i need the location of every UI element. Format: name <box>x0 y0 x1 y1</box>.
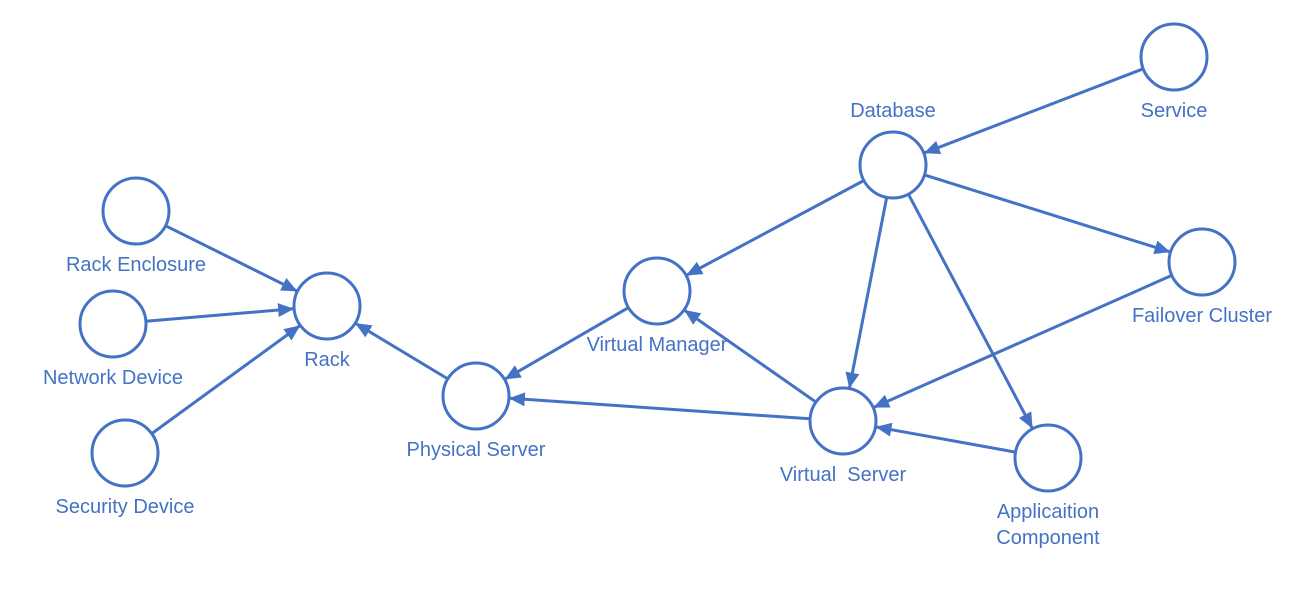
edge-database-to-failover-cluster <box>924 173 1171 254</box>
edge-failover-cluster-to-virtual-server <box>873 274 1173 409</box>
node-circle-rack <box>292 271 362 341</box>
node-label-line: Rack <box>304 349 351 371</box>
node-label-security-device: Security Device <box>56 496 195 518</box>
node-circle-rack-enclosure <box>101 176 171 246</box>
node-label-database: Database <box>850 100 936 122</box>
edge-virtual-manager-to-physical-server <box>504 306 630 381</box>
node-label-network-device: Network Device <box>43 367 183 389</box>
node-virtual-manager: Virtual Manager <box>587 256 728 356</box>
node-label-line: Virtual Manager <box>587 334 728 356</box>
node-circle-application-component <box>1013 423 1083 493</box>
node-label-physical-server: Physical Server <box>407 439 546 461</box>
node-label-line: Physical Server <box>407 439 546 461</box>
node-circle-physical-server <box>441 361 511 431</box>
node-label-failover-cluster: Failover Cluster <box>1132 305 1272 327</box>
node-label-line: Applicaition <box>997 501 1099 523</box>
edge-rack-enclosure-to-rack <box>164 224 298 293</box>
edge-security-device-to-rack <box>150 324 301 435</box>
node-label-line: Security Device <box>56 496 195 518</box>
edge-database-to-application-component <box>907 193 1034 429</box>
edge-virtual-server-to-virtual-manager <box>684 309 817 404</box>
edge-application-component-to-virtual-server <box>875 422 1016 454</box>
node-circle-failover-cluster <box>1167 227 1237 297</box>
edges-layer <box>145 67 1173 454</box>
node-label-virtual-manager: Virtual Manager <box>587 334 728 356</box>
node-virtual-server: Virtual Server <box>780 386 907 486</box>
node-circle-security-device <box>90 418 160 488</box>
edge-virtual-server-to-physical-server <box>508 392 811 421</box>
node-rack-enclosure: Rack Enclosure <box>66 176 206 276</box>
node-circle-virtual-server <box>808 386 878 456</box>
node-label-virtual-server: Virtual Server <box>780 464 907 486</box>
node-label-service: Service <box>1141 100 1208 122</box>
node-label-line: Database <box>850 100 936 122</box>
node-label-line: Virtual Server <box>780 464 907 486</box>
node-label-line: Component <box>996 527 1100 549</box>
edge-network-device-to-rack <box>145 303 295 323</box>
node-rack: Rack <box>292 271 362 371</box>
node-label-line: Network Device <box>43 367 183 389</box>
edge-physical-server-to-rack <box>355 322 449 381</box>
node-database: Database <box>850 100 936 200</box>
node-circle-service <box>1139 22 1209 92</box>
edge-database-to-virtual-server <box>845 197 889 389</box>
edge-service-to-database <box>923 67 1144 155</box>
node-label-line: Failover Cluster <box>1132 305 1272 327</box>
node-security-device: Security Device <box>56 418 195 518</box>
node-label-rack-enclosure: Rack Enclosure <box>66 254 206 276</box>
node-circle-virtual-manager <box>622 256 692 326</box>
node-label-line: Service <box>1141 100 1208 122</box>
node-label-rack: Rack <box>304 349 351 371</box>
node-service: Service <box>1139 22 1209 122</box>
node-circle-database <box>858 130 928 200</box>
edge-database-to-virtual-manager <box>686 179 865 277</box>
node-circle-network-device <box>78 289 148 359</box>
node-physical-server: Physical Server <box>407 361 546 461</box>
node-label-line: Rack Enclosure <box>66 254 206 276</box>
node-failover-cluster: Failover Cluster <box>1132 227 1272 327</box>
node-network-device: Network Device <box>43 289 183 389</box>
